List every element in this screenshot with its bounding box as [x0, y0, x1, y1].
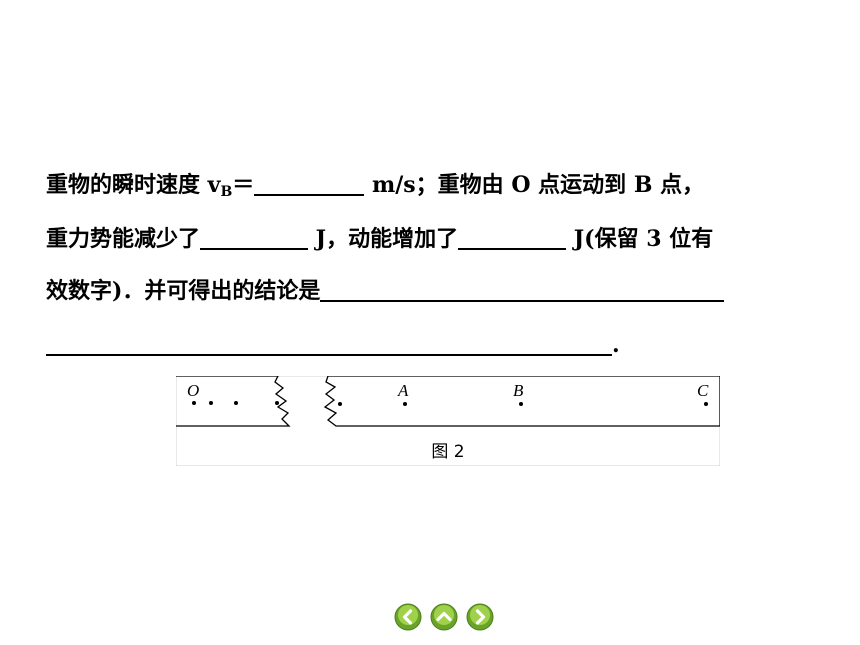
tape-dot-c	[704, 402, 708, 406]
answer-blank-potential-energy[interactable]	[200, 226, 309, 250]
speed-prefix-text: 重物的瞬时速度 v	[46, 172, 221, 198]
answer-blank-kinetic-energy[interactable]	[458, 226, 567, 250]
figure-border	[176, 376, 720, 466]
potential-energy-text: 重力势能减少了	[46, 226, 201, 252]
unit-and-motion-text: m/s；重物由 O 点运动到 B 点，	[364, 172, 705, 198]
problem-line-4: .	[46, 332, 620, 356]
tape-dot	[234, 401, 238, 405]
answer-blank-velocity[interactable]	[254, 172, 365, 196]
significant-figures-text: J(保留 3 位有	[566, 226, 714, 252]
label-b: B	[513, 381, 524, 400]
up-button[interactable]	[430, 603, 458, 631]
problem-line-1: 重物的瞬时速度 vB＝ m/s；重物由 O 点运动到 B 点，	[46, 172, 704, 199]
problem-line-2: 重力势能减少了 J，动能增加了 J(保留 3 位有	[46, 226, 713, 250]
tape-dot-a	[403, 402, 407, 406]
speed-subscript: B	[220, 184, 233, 200]
tape-left-segment	[176, 376, 291, 427]
tape-right-segment	[323, 376, 720, 427]
next-button[interactable]	[466, 603, 494, 631]
chevron-up-icon	[430, 603, 458, 631]
answer-blank-conclusion-cont[interactable]	[46, 332, 612, 356]
prev-button[interactable]	[394, 603, 422, 631]
tape-dot	[209, 401, 213, 405]
tape-dot-o	[192, 401, 196, 405]
label-c: C	[697, 381, 709, 400]
label-a: A	[397, 381, 409, 400]
period-mark: .	[612, 332, 620, 358]
navigation-bar	[394, 603, 498, 635]
chevron-left-icon	[394, 603, 422, 631]
answer-blank-conclusion[interactable]	[320, 278, 725, 302]
tape-dot	[338, 402, 342, 406]
figure-paper-tape: O A B C 图 2	[176, 376, 720, 466]
conclusion-prompt-text: 效数字)．并可得出的结论是	[46, 278, 321, 304]
chevron-right-icon	[466, 603, 494, 631]
figure-caption: 图 2	[431, 442, 464, 462]
paper-tape-diagram: O A B C 图 2	[176, 376, 720, 466]
label-o: O	[187, 381, 199, 400]
tape-dot	[275, 401, 279, 405]
tape-dot-b	[519, 402, 523, 406]
problem-line-3: 效数字)．并可得出的结论是	[46, 278, 725, 304]
kinetic-energy-text: J，动能增加了	[308, 226, 459, 252]
equals-sign: ＝	[232, 172, 255, 198]
